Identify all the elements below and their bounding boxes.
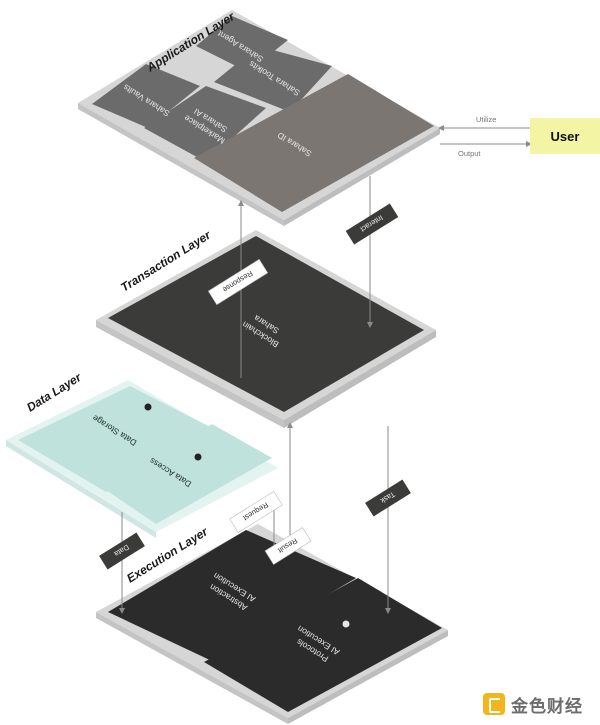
tag-interact: Interact [345,203,399,245]
data-layer-base-edge [6,440,156,538]
data-layer: Data Storage Data Access Data Layer [6,369,278,538]
tag-task: Task [365,479,411,517]
tile-sahara-ai-marketplace[interactable] [144,86,266,162]
tile-ai-execution-protocols[interactable] [204,578,442,712]
tag-result: Result [264,527,312,565]
tag-data: Data [99,532,145,570]
transaction-layer-base-edge [96,320,284,428]
execution-layer-base-side [288,630,448,724]
user-box-bg [530,118,600,154]
watermark-text: 金色财经 [511,696,583,717]
watermark-logo-icon [483,693,505,715]
tile-sahara-id[interactable] [194,74,434,212]
data-storage-icon [144,403,152,411]
tile-sahara-blockchain[interactable] [108,236,424,412]
application-layer-base-edge [78,103,284,226]
transaction-layer-base-side [284,330,436,428]
arrow-label-output: Output [458,149,481,158]
user-box[interactable]: User [530,118,600,154]
arrow-head-data [119,608,125,614]
arrow-head-response [238,200,244,206]
data-access-icon [194,453,202,461]
arrow-head-output [526,141,532,147]
arrow-label-utilize: Utilize [476,115,496,124]
arrow-head-utilize [438,125,444,131]
connectors [119,125,532,614]
tile-sahara-toolkits[interactable] [214,46,332,112]
arrow-head-result [287,422,293,428]
tile-data-access[interactable] [100,424,272,524]
transaction-layer: Sahara Blockchain Transaction Layer [96,227,436,428]
application-layer: Sahara Agent Sahara Vaults Sahara Toolki… [78,9,440,226]
tile-sahara-vaults[interactable] [92,64,200,128]
ai-execution-protocols-icon [342,620,350,628]
arrow-head-task [385,608,391,614]
watermark: 金色财经 [483,692,583,717]
execution-layer: AI Execution Abstraction AI Execution Pr… [96,524,448,724]
user-label: User [551,129,580,144]
application-layer-base-side [284,128,440,226]
arrow-head-interact [367,322,373,328]
tile-ai-execution-abstraction[interactable] [108,530,356,662]
tile-data-storage[interactable] [18,386,220,492]
execution-layer-base-edge [96,612,288,724]
